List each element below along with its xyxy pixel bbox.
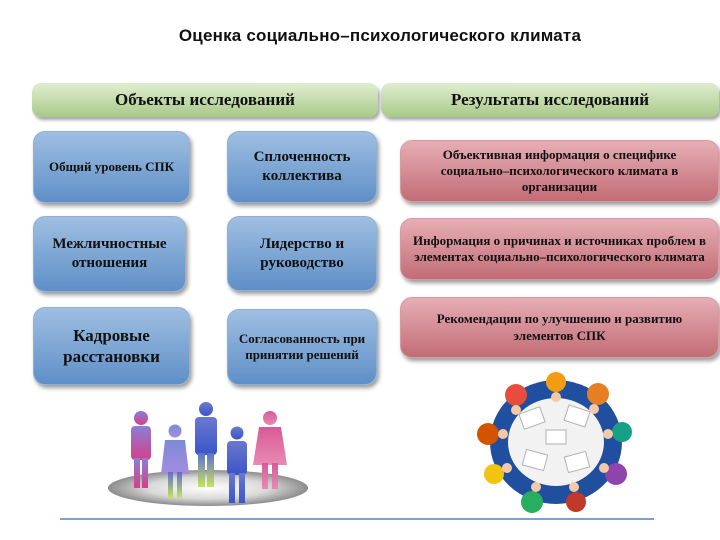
meeting-table-icon [477,372,632,513]
page-title: Оценка социально–психологического климат… [178,26,582,45]
result-box-objective-info: Объективная информация о специфике социа… [400,140,719,202]
object-box-general-level: Общий уровень СПК [33,131,190,203]
object-box-decision-agreement: Согласованность при принятии решений [227,309,377,385]
result-box-problem-sources: Информация о причинах и источниках пробл… [400,218,719,280]
object-box-staffing: Кадровые расстановки [33,307,190,385]
people-group-icon [108,402,308,506]
objects-header: Объекты исследований [32,83,378,117]
object-box-cohesion: Сплоченность коллектива [227,131,377,203]
result-box-recommendations: Рекомендации по улучшению и развитию эле… [400,297,719,358]
object-box-leadership: Лидерство и руководство [227,216,377,291]
object-box-interpersonal: Межличностные отношения [33,216,186,292]
results-header: Результаты исследований [381,83,719,117]
bottom-rule [60,518,654,520]
